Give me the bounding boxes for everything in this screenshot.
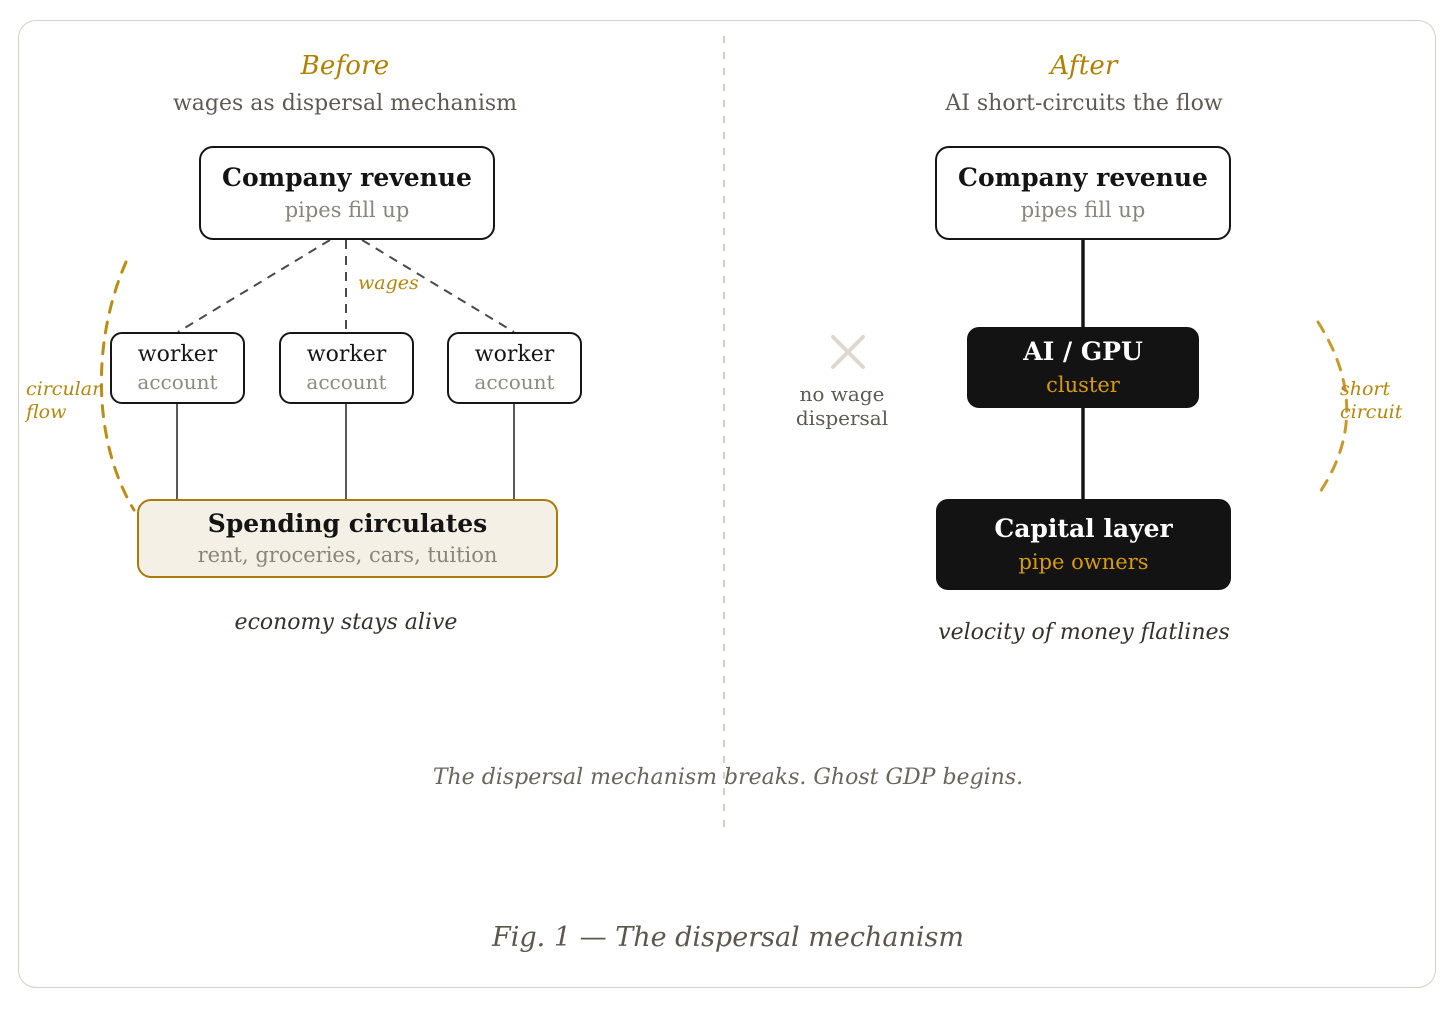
worker-3-subtitle: account bbox=[474, 369, 555, 394]
no-wage-dispersal-line2: dispersal bbox=[795, 406, 889, 430]
worker-2-subtitle: account bbox=[306, 369, 387, 394]
before-column-heading: Before wages as dispersal mechanism bbox=[135, 52, 555, 116]
after-eyebrow: After bbox=[1050, 51, 1118, 81]
worker-3-title: worker bbox=[474, 342, 555, 368]
middle-caption: The dispersal mechanism breaks. Ghost GD… bbox=[432, 765, 1024, 790]
spending-subtitle: rent, groceries, cars, tuition bbox=[197, 543, 498, 568]
circular-flow-label-line1: circular bbox=[26, 378, 102, 400]
before-revenue-title: Company revenue bbox=[222, 162, 472, 192]
wire-revenue-worker-1 bbox=[177, 239, 331, 333]
after-revenue-title: Company revenue bbox=[958, 162, 1208, 192]
before-revenue-subtitle: pipes fill up bbox=[284, 198, 410, 223]
worker-2-title: worker bbox=[306, 342, 387, 368]
before-subtitle: wages as dispersal mechanism bbox=[172, 90, 518, 116]
short-circuit-label: short circuit bbox=[1340, 378, 1430, 424]
before-eyebrow: Before bbox=[300, 51, 390, 81]
after-revenue-subtitle: pipes fill up bbox=[1020, 198, 1146, 223]
wages-label: wages bbox=[358, 272, 419, 294]
no-wage-dispersal-label: no wage dispersal bbox=[757, 382, 927, 430]
after-column-heading: After AI short-circuits the flow bbox=[874, 52, 1294, 116]
after-company-revenue-node: Company revenue pipes fill up bbox=[935, 146, 1231, 240]
circular-flow-label: circular flow bbox=[26, 378, 116, 424]
worker-account-node-2: worker account bbox=[279, 332, 414, 404]
worker-1-subtitle: account bbox=[137, 369, 218, 394]
capital-layer-title: Capital layer bbox=[994, 513, 1173, 543]
capital-layer-node: Capital layer pipe owners bbox=[936, 499, 1231, 590]
short-circuit-label-line2: circuit bbox=[1340, 400, 1403, 423]
after-subtitle: AI short-circuits the flow bbox=[945, 90, 1223, 116]
ai-gpu-cluster-node: AI / GPU cluster bbox=[967, 327, 1199, 408]
spending-circulates-node: Spending circulates rent, groceries, car… bbox=[137, 499, 558, 578]
capital-layer-subtitle: pipe owners bbox=[1018, 550, 1149, 575]
figure-caption: Fig. 1 — The dispersal mechanism bbox=[492, 922, 964, 953]
no-wage-dispersal-line1: no wage bbox=[799, 382, 885, 406]
ai-gpu-title: AI / GPU bbox=[1023, 336, 1143, 366]
before-company-revenue-node: Company revenue pipes fill up bbox=[199, 146, 495, 240]
worker-account-node-1: worker account bbox=[110, 332, 245, 404]
after-footnote: velocity of money flatlines bbox=[938, 620, 1230, 645]
worker-1-title: worker bbox=[137, 342, 218, 368]
circular-flow-label-line2: flow bbox=[26, 400, 67, 423]
worker-account-node-3: worker account bbox=[447, 332, 582, 404]
cross-icon bbox=[831, 335, 865, 369]
spending-title: Spending circulates bbox=[207, 508, 488, 538]
short-circuit-label-line1: short bbox=[1340, 378, 1391, 400]
ai-gpu-subtitle: cluster bbox=[1046, 373, 1120, 398]
before-footnote: economy stays alive bbox=[234, 610, 458, 635]
